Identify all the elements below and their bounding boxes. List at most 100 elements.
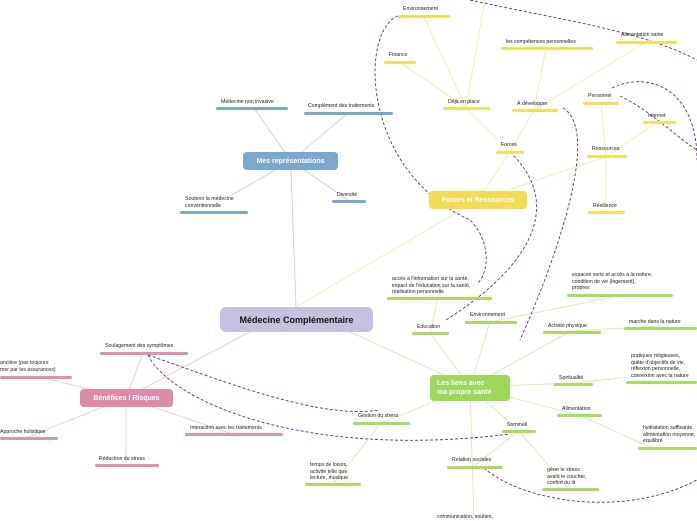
leaf-bar: [501, 47, 593, 50]
leaf-approche-holistique[interactable]: Approche holistique: [0, 429, 46, 435]
leaf-bar: [583, 102, 619, 105]
leaf-bar: [626, 381, 697, 384]
leaf-bar: [465, 321, 517, 324]
leaf-bar: [557, 414, 602, 417]
leaf-bar: [304, 112, 393, 115]
leaf-marche-nature[interactable]: marche dans la nature: [629, 319, 681, 325]
branch-forces-ressources[interactable]: Forces et Ressources: [429, 191, 527, 209]
cross-link-4: [469, 0, 697, 61]
leaf-bar: [216, 107, 288, 110]
leaf-soutenir-medecine[interactable]: Soutenir la médecine conventionnelle: [185, 196, 234, 209]
leaf-spiritualite[interactable]: Spiritualité: [559, 375, 584, 381]
branch-benefices-risques[interactable]: Bénéfices / Risques: [80, 389, 173, 407]
leaf-medecine-non-invasive[interactable]: Médecine non invasive: [221, 99, 274, 105]
cross-link-8: [147, 354, 511, 441]
leaf-bar: [332, 200, 366, 203]
link-forces-5: [423, 16, 467, 109]
leaf-resilience[interactable]: Résilience: [593, 203, 617, 209]
leaf-bar: [305, 483, 361, 486]
link-liens-14: [332, 422, 382, 485]
leaf-espaces-verts[interactable]: espaces verts et accès à la nature, cond…: [572, 272, 653, 291]
leaf-gerer-stress[interactable]: gérer le stress avant le coucher, confor…: [547, 467, 587, 486]
link-forces-9: [533, 41, 647, 111]
link-forces-10: [600, 102, 607, 158]
leaf-bar: [0, 437, 58, 440]
leaf-reduction-stress[interactable]: Réduction du stress: [99, 456, 145, 462]
leaf-forces[interactable]: Forces: [501, 142, 517, 148]
leaf-environnement-forces[interactable]: Environnement: [403, 6, 438, 12]
link-liens-11: [570, 325, 661, 332]
cross-link-1: [374, 15, 487, 284]
leaf-bar: [0, 376, 72, 379]
leaf-ressources[interactable]: Ressources: [592, 146, 620, 152]
leaf-bar: [588, 211, 625, 214]
link-forces-7: [465, 0, 486, 109]
leaf-interaction-traitements[interactable]: Interaction avec les traitements: [190, 425, 262, 431]
leaf-gestion-stress[interactable]: Gestion du stress: [358, 413, 399, 419]
link-forces-4: [509, 109, 535, 153]
leaf-bar: [412, 332, 449, 335]
cross-link-3: [519, 107, 579, 341]
leaf-bar: [447, 466, 503, 469]
leaf-personnel[interactable]: Personnel: [588, 93, 612, 99]
leaf-hydratation[interactable]: hydratation suffisante, alimentation moy…: [643, 425, 696, 444]
leaf-bar: [643, 121, 676, 124]
leaf-bar: [638, 447, 697, 450]
leaf-deja-en-place[interactable]: Déjà en place: [448, 99, 480, 105]
leaf-bar: [616, 41, 677, 44]
leaf-bar: [353, 422, 410, 425]
leaf-a-developper[interactable]: À développer: [517, 101, 548, 107]
leaf-bar: [542, 488, 599, 491]
link-liens-15: [473, 430, 520, 467]
leaf-pratiques-religieuses[interactable]: pratiques religieuses, quête d'objectifs…: [631, 353, 689, 379]
leaf-education[interactable]: Éducation: [417, 324, 441, 330]
leaf-bar: [496, 151, 524, 154]
leaf-bar: [587, 155, 627, 158]
leaf-complement-traitements[interactable]: Complément des traitements: [308, 103, 375, 109]
leaf-activite-physique[interactable]: Activité physique: [548, 323, 587, 329]
leaf-communication-soutien[interactable]: communication, soutien,: [437, 514, 493, 520]
leaf-diversite[interactable]: Diversité: [337, 192, 358, 198]
leaf-relation-sociales[interactable]: Relation sociales: [452, 457, 492, 463]
branch-liens-sante[interactable]: Les liens avec ma propre santé: [430, 375, 510, 401]
link-central-representations: [290, 169, 297, 308]
cross-link-6: [619, 95, 697, 151]
leaf-bar: [554, 383, 593, 386]
link-forces-8: [533, 47, 547, 111]
cross-link-2: [445, 151, 537, 321]
link-liens-9: [429, 297, 439, 334]
leaf-bar: [624, 327, 697, 330]
leaf-acces-information[interactable]: accès à l'information sur la santé, impa…: [392, 276, 471, 295]
leaf-bar: [512, 109, 558, 112]
leaf-alimentation-saine[interactable]: Alimentation saine: [621, 32, 664, 38]
central-node[interactable]: Médecine Complémentaire: [220, 307, 373, 332]
leaf-bar: [100, 352, 188, 355]
leaf-sommeil[interactable]: Sommeil: [507, 422, 528, 428]
leaf-financiere[interactable]: ancière (pas toujours mer par les assura…: [0, 360, 56, 373]
link-liens-13: [578, 414, 653, 449]
cross-link-7: [147, 354, 381, 412]
link-liens-12: [573, 375, 639, 384]
leaf-finance[interactable]: Finance: [389, 52, 408, 58]
leaf-alimentation-liens[interactable]: Alimentation: [562, 406, 591, 412]
leaf-bar: [180, 211, 248, 214]
branch-representations[interactable]: Mes représentations: [243, 152, 338, 170]
leaf-internet[interactable]: Internet: [648, 113, 666, 119]
link-liens-8: [469, 386, 475, 520]
leaf-bar: [387, 297, 492, 300]
leaf-environnement-liens[interactable]: Environnement: [470, 312, 505, 318]
leaf-competences-personnelles[interactable]: les compétences personnelles: [506, 39, 576, 45]
cross-link-9: [483, 467, 697, 503]
leaf-bar: [443, 107, 490, 110]
leaf-bar: [185, 433, 283, 436]
leaf-bar: [543, 331, 601, 334]
leaf-bar: [398, 15, 450, 18]
leaf-soulagement-symptomes[interactable]: Soulagement des symptômes: [105, 343, 174, 349]
leaf-temps-loisirs[interactable]: temps de loisirs, activité telle que lec…: [310, 462, 349, 481]
leaf-bar: [567, 294, 673, 297]
link-forces-6: [399, 61, 467, 109]
link-central-forces: [295, 199, 479, 308]
link-liens-16: [518, 430, 570, 490]
leaf-bar: [384, 61, 416, 64]
